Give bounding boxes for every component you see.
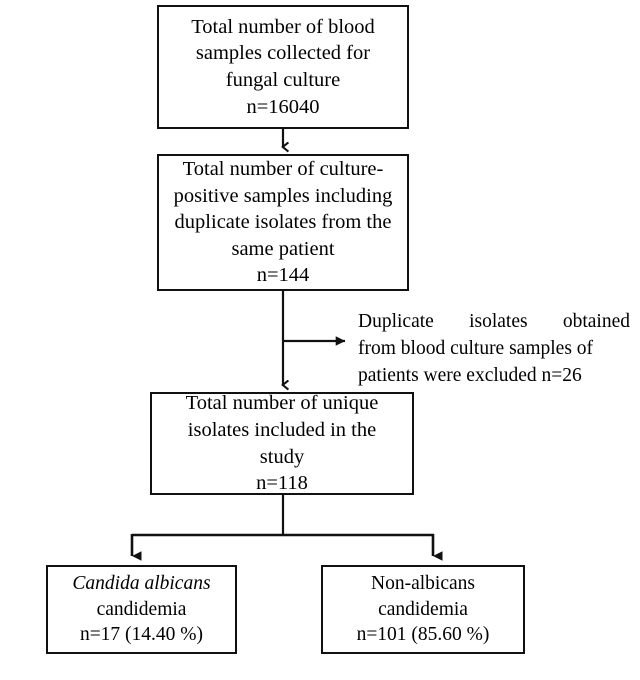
node-line: Total number of blood xyxy=(191,15,375,38)
annotation-line: from blood culture samples of xyxy=(358,337,594,359)
node-line: duplicate isolates from the xyxy=(174,211,392,234)
node-non-albicans-candidemia: Non-albicans candidemia n=101 (85.60 %) xyxy=(321,565,525,654)
node-culture-positive-samples: Total number of culture- positive sample… xyxy=(157,154,409,291)
node-line: Non-albicans xyxy=(371,573,475,595)
node-count: n=101 (85.60 %) xyxy=(356,624,490,646)
connector-unique-to-split xyxy=(130,495,443,561)
node-line: fungal culture xyxy=(225,69,341,91)
node-line: study xyxy=(259,445,305,468)
node-candida-albicans-candidemia: Candida albicans candidemia n=17 (14.40 … xyxy=(46,565,237,654)
node-total-blood-samples: Total number of blood samples collected … xyxy=(157,5,409,129)
node-species-name: Candida albicans xyxy=(72,573,211,595)
annotation-excluded-duplicates: Duplicate isolates obtained from blood c… xyxy=(358,309,630,390)
node-count: n=144 xyxy=(256,264,310,287)
node-count: n=118 xyxy=(256,472,308,495)
node-count: n=17 (14.40 %) xyxy=(79,624,204,646)
node-line: candidemia xyxy=(378,598,468,620)
node-line: Total number of culture- xyxy=(182,157,384,180)
node-count: n=16040 xyxy=(246,95,320,118)
node-line: Total number of unique xyxy=(185,392,379,415)
annotation-line: Duplicate isolates obtained xyxy=(358,311,630,332)
node-line: isolates included in the xyxy=(187,418,377,441)
node-line: same patient xyxy=(231,237,335,260)
node-line: samples collected for xyxy=(195,42,371,65)
node-unique-isolates: Total number of unique isolates included… xyxy=(150,392,414,495)
node-line: candidemia xyxy=(96,598,187,620)
node-line: positive samples including xyxy=(173,184,393,207)
annotation-line: patients were excluded n=26 xyxy=(358,364,582,386)
